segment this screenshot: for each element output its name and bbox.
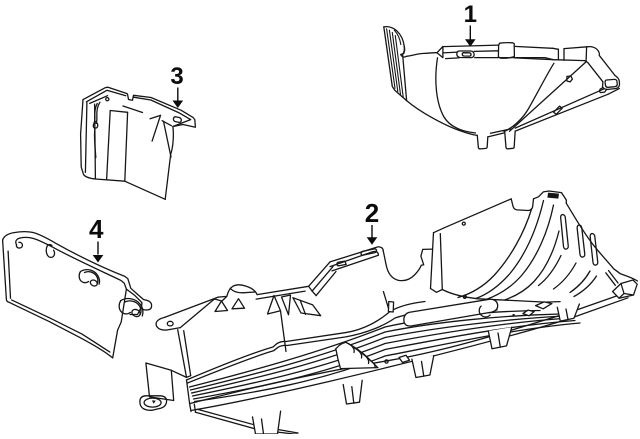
svg-text:4: 4 [89, 214, 104, 244]
svg-text:2: 2 [365, 198, 379, 228]
svg-text:3: 3 [170, 63, 183, 90]
svg-text:1: 1 [464, 1, 477, 28]
